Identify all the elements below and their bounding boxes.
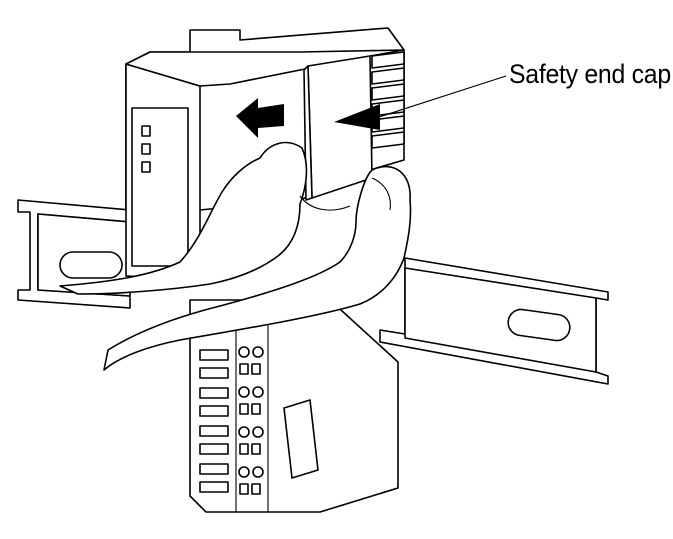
din-rail: [17, 199, 609, 385]
terminal-block: [189, 299, 399, 513]
left-hand: [59, 141, 351, 295]
arrow-left-icon: [334, 104, 380, 130]
arrow-left-icon: [236, 98, 284, 138]
status-indicator: [141, 125, 151, 137]
callout-label-safety-end-cap: Safety end cap: [509, 59, 671, 89]
rail-slot-left: [59, 251, 123, 279]
status-indicator: [141, 161, 151, 173]
direction-arrows: [236, 98, 380, 138]
right-hand: [103, 165, 412, 371]
safety-end-cap: [303, 55, 373, 201]
module-front-panel: [131, 107, 189, 267]
status-indicator: [141, 143, 151, 155]
callout-leader-line: [375, 75, 507, 119]
rail-slot-right: [507, 308, 571, 342]
